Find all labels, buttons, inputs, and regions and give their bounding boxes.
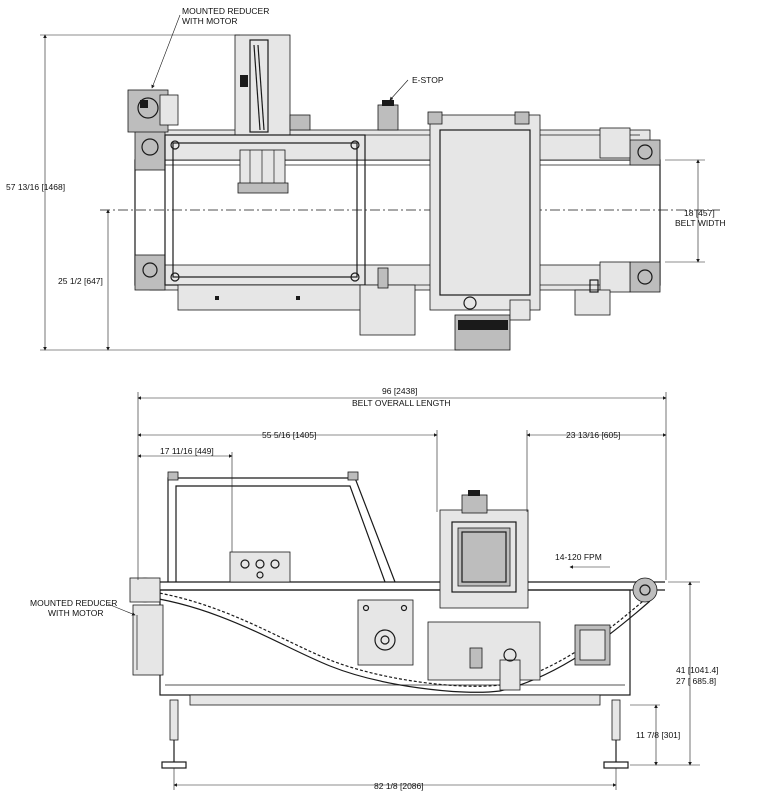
legs <box>161 699 629 769</box>
upper-frame <box>167 477 396 583</box>
dim-belt-length-label: BELT OVERALL LENGTH <box>352 398 451 408</box>
dim-belt-length-value: 96 [2438] <box>382 386 417 396</box>
control-panel <box>229 551 291 583</box>
dim-belt-width-value: 18 [457] <box>684 208 715 218</box>
dim-overall-width: 57 13/16 [1468] <box>6 182 65 192</box>
estop-box <box>377 104 399 131</box>
side-view: 14-120 FPM 96 [2438] BELT OVERALL LENGTH… <box>30 386 719 791</box>
dim-belt-width-label: BELT WIDTH <box>675 218 726 228</box>
callout-reducer-side-l2: WITH MOTOR <box>48 608 104 618</box>
callout-reducer-top-l2: WITH MOTOR <box>182 16 238 26</box>
dim-offset: 25 1/2 [647] <box>58 276 103 286</box>
dim-detector-center: 55 5/16 [1405] <box>262 430 316 440</box>
dim-feet: 82 1/8 [2086] <box>374 781 424 791</box>
dim-right: 23 13/16 [605] <box>566 430 620 440</box>
belt-speed: 14-120 FPM <box>555 552 602 562</box>
dim-panel: 17 11/16 [449] <box>160 446 214 456</box>
top-view: 57 13/16 [1468] 25 1/2 [647] 18 [457] BE… <box>6 6 726 351</box>
dim-height-l2: 27 [ 685.8] <box>676 676 716 686</box>
reducer-motor-side <box>132 604 164 676</box>
dim-height-l1: 41 [1041.4] <box>676 665 719 675</box>
detector-head-top <box>429 114 541 311</box>
callout-reducer-top-l1: MOUNTED REDUCER <box>182 6 269 16</box>
dim-leg: 11 7/8 [301] <box>636 730 680 740</box>
callout-estop: E-STOP <box>412 75 444 85</box>
callout-reducer-side-l1: MOUNTED REDUCER <box>30 598 117 608</box>
